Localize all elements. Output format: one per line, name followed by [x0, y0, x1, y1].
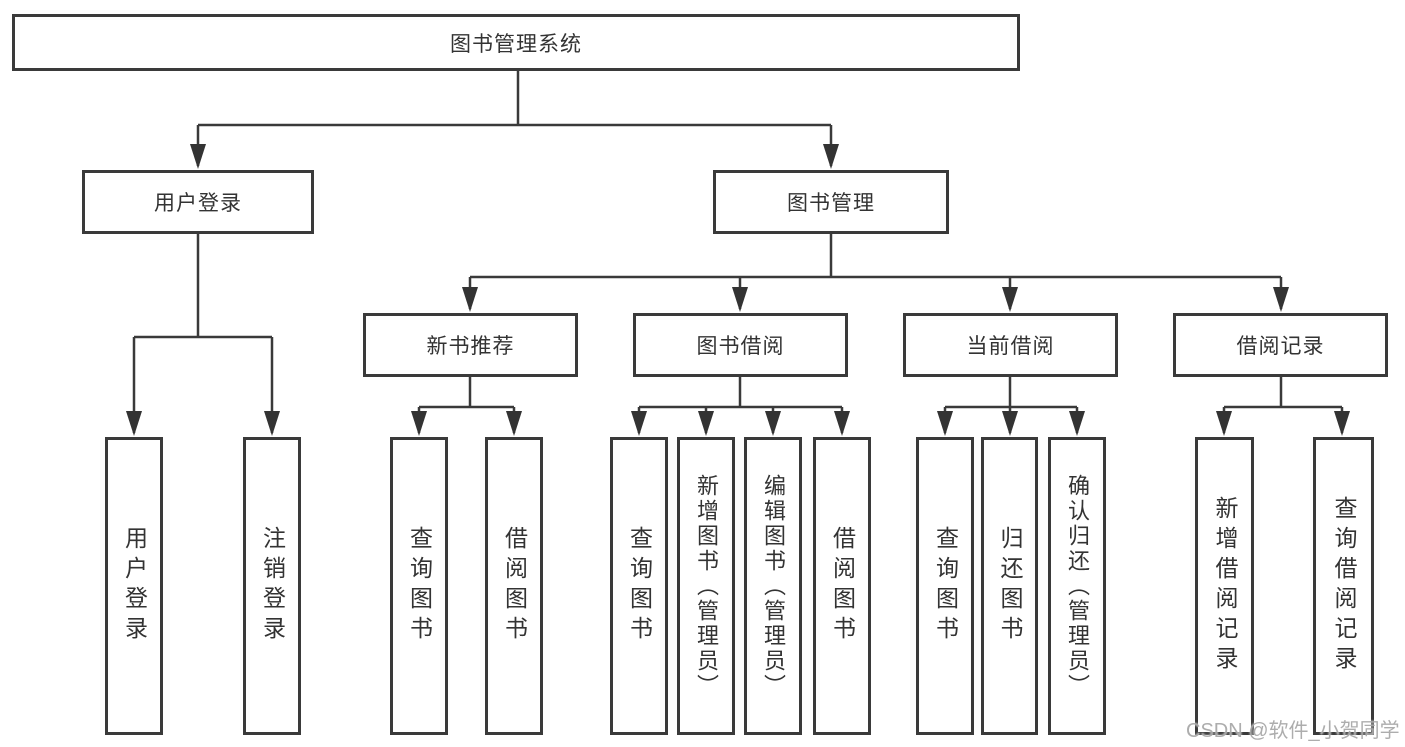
- node-leaf-bb-edit-books-admin-label: 编辑图书（管理员）: [761, 473, 786, 699]
- node-book-management: 图书管理: [713, 170, 949, 234]
- node-book-management-label: 图书管理: [787, 192, 875, 215]
- node-leaf-bb-borrow-books: 借阅图书: [813, 437, 871, 735]
- node-root: 图书管理系统: [12, 14, 1020, 71]
- node-leaf-rec-query-books-label: 查询图书: [406, 526, 433, 646]
- node-leaf-br-add-record-label: 新增借阅记录: [1212, 496, 1238, 676]
- node-borrowing-records: 借阅记录: [1173, 313, 1388, 377]
- node-leaf-bb-query-books: 查询图书: [610, 437, 668, 735]
- node-book-borrowing: 图书借阅: [633, 313, 848, 377]
- node-current-borrowing: 当前借阅: [903, 313, 1118, 377]
- node-root-label: 图书管理系统: [450, 32, 582, 56]
- node-borrowing-records-label: 借阅记录: [1236, 335, 1325, 358]
- node-leaf-bb-add-books-admin-label: 新增图书（管理员）: [694, 473, 719, 699]
- node-leaf-cb-confirm-return-admin: 确认归还（管理员）: [1048, 437, 1106, 735]
- node-leaf-br-query-record: 查询借阅记录: [1313, 437, 1374, 735]
- node-leaf-rec-query-books: 查询图书: [390, 437, 448, 735]
- node-user-login: 用户登录: [82, 170, 314, 234]
- node-leaf-bb-add-books-admin: 新增图书（管理员）: [677, 437, 735, 735]
- node-new-book-recommendation-label: 新书推荐: [426, 335, 515, 358]
- node-leaf-cb-return-books: 归还图书: [981, 437, 1038, 735]
- node-book-borrowing-label: 图书借阅: [696, 335, 785, 358]
- node-leaf-cb-query-books-label: 查询图书: [932, 526, 959, 646]
- node-leaf-cb-return-books-label: 归还图书: [997, 526, 1023, 646]
- node-leaf-rec-borrow-books-label: 借阅图书: [501, 526, 528, 646]
- node-leaf-logout-label: 注销登录: [259, 526, 286, 646]
- node-leaf-bb-query-books-label: 查询图书: [626, 526, 653, 646]
- node-user-login-label: 用户登录: [154, 192, 242, 215]
- node-current-borrowing-label: 当前借阅: [966, 335, 1055, 358]
- node-leaf-bb-edit-books-admin: 编辑图书（管理员）: [744, 437, 802, 735]
- node-leaf-br-add-record: 新增借阅记录: [1195, 437, 1254, 735]
- node-leaf-rec-borrow-books: 借阅图书: [485, 437, 543, 735]
- node-leaf-bb-borrow-books-label: 借阅图书: [829, 526, 856, 646]
- node-leaf-logout: 注销登录: [243, 437, 301, 735]
- csdn-watermark: CSDN @软件_小贺同学: [1186, 720, 1400, 742]
- node-leaf-user-login-label: 用户登录: [121, 526, 148, 646]
- node-leaf-br-query-record-label: 查询借阅记录: [1331, 496, 1357, 676]
- node-leaf-cb-confirm-return-admin-label: 确认归还（管理员）: [1065, 473, 1090, 699]
- node-leaf-user-login: 用户登录: [105, 437, 163, 735]
- node-new-book-recommendation: 新书推荐: [363, 313, 578, 377]
- node-leaf-cb-query-books: 查询图书: [916, 437, 974, 735]
